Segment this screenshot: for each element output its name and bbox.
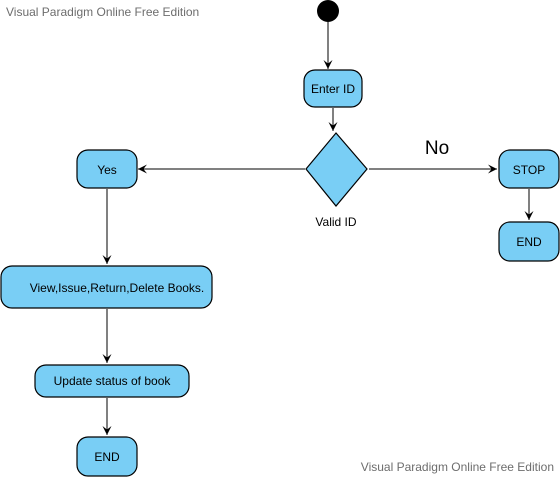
node-yes[interactable]: Yes [76,149,138,189]
node-yes-label: Yes [97,163,117,177]
initial-node[interactable] [317,0,339,22]
node-end-right[interactable]: END [498,221,560,262]
node-actions-label: View,Issue,Return,Delete Books. [30,281,205,295]
decision-label: Valid ID [315,215,356,229]
watermark-bottom: Visual Paradigm Online Free Edition [360,460,554,474]
decision-node[interactable] [305,132,368,207]
node-end-left-label: END [94,450,120,464]
watermark-top: Visual Paradigm Online Free Edition [6,5,200,19]
node-enter-id-label: Enter ID [311,82,355,96]
node-update-status[interactable]: Update status of book [34,364,190,398]
node-stop[interactable]: STOP [498,149,560,189]
node-actions[interactable]: View,Issue,Return,Delete Books. [0,265,213,309]
node-end-right-label: END [516,235,542,249]
node-update-status-label: Update status of book [54,374,172,388]
node-stop-label: STOP [513,163,545,177]
node-end-left[interactable]: END [76,436,138,477]
edge-label-no: No [425,138,449,159]
node-enter-id[interactable]: Enter ID [303,69,363,108]
